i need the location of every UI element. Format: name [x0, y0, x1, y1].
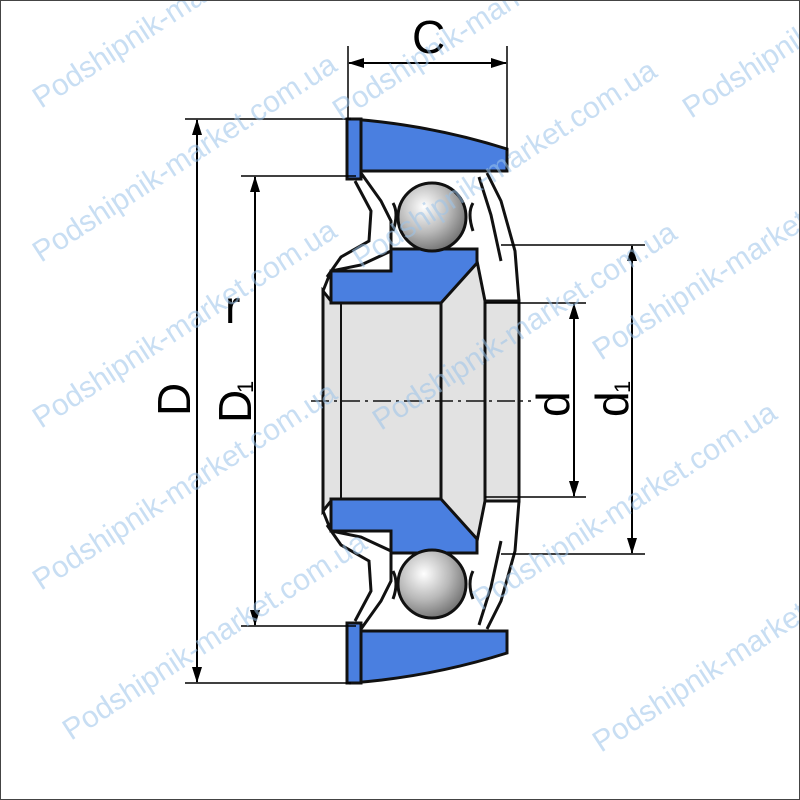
dim-D1-subscript: 1	[233, 381, 258, 393]
seal-shield-top-inner	[325, 180, 373, 278]
cage-top	[391, 202, 475, 232]
watermark-text: Podshipnik-market.com.ua	[677, 1, 800, 125]
inner-raceway-bottom	[329, 497, 479, 555]
ball-bottom	[396, 548, 468, 620]
seal-shield-bottom-inner	[325, 524, 373, 622]
seal-right-bottom	[485, 500, 521, 630]
dim-d1-label: d	[586, 391, 638, 417]
outer-housing-left-top	[345, 117, 363, 181]
ball-top	[396, 181, 468, 253]
dim-D-label: D	[148, 383, 200, 416]
dim-d-label: d	[527, 391, 579, 417]
inner-raceway-top	[329, 247, 479, 305]
dim-d1-subscript: 1	[610, 381, 635, 393]
dim-D1-label: D	[209, 390, 261, 423]
seal-right-top	[485, 172, 521, 302]
watermark-text: Podshipnik-market.com.ua	[57, 526, 373, 747]
seal-right-top-inner	[477, 176, 503, 262]
cage-bottom	[391, 570, 475, 600]
outer-housing-left-bottom	[345, 621, 363, 685]
dim-r-label: r	[225, 281, 240, 333]
outer-housing-lower	[347, 629, 509, 685]
dim-C-label: C	[412, 11, 445, 63]
watermark-text: Podshipnik-market.com.ua	[587, 538, 800, 759]
seal-right-bottom-inner	[477, 540, 503, 626]
